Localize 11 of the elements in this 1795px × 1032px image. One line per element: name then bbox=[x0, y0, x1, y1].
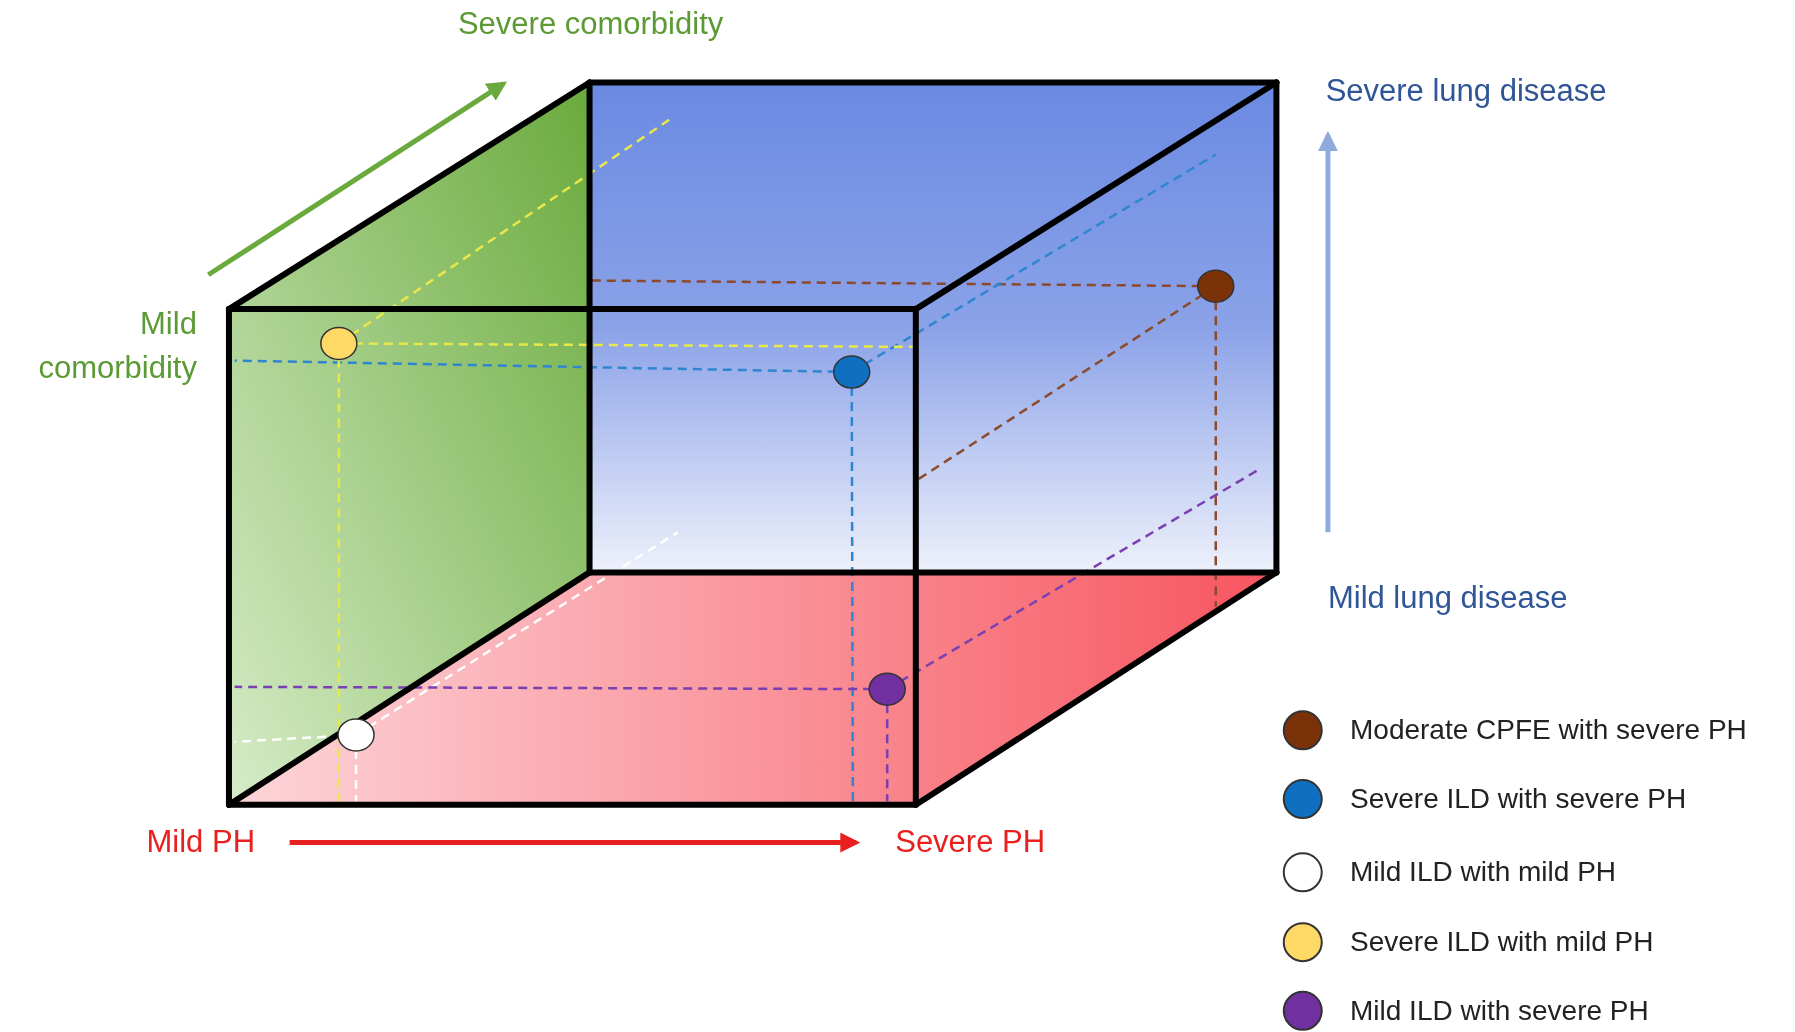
axis-label: Severe comorbidity bbox=[457, 5, 725, 44]
legend-label: Severe ILD with severe PH bbox=[1350, 783, 1687, 816]
legend-label: Severe ILD with mild PH bbox=[1350, 926, 1654, 959]
legend-label: Mild ILD with mild PH bbox=[1350, 856, 1617, 889]
axis-label: Mild comorbidity bbox=[37, 305, 197, 387]
legend-label: Moderate CPFE with severe PH bbox=[1350, 714, 1747, 747]
axis-label: Mild PH bbox=[146, 822, 257, 861]
legend-label: Mild ILD with severe PH bbox=[1350, 994, 1649, 1027]
axis-label: Severe PH bbox=[895, 822, 1047, 861]
axis-label: Severe lung disease bbox=[1325, 71, 1608, 110]
axis-label: Mild lung disease bbox=[1327, 578, 1569, 617]
